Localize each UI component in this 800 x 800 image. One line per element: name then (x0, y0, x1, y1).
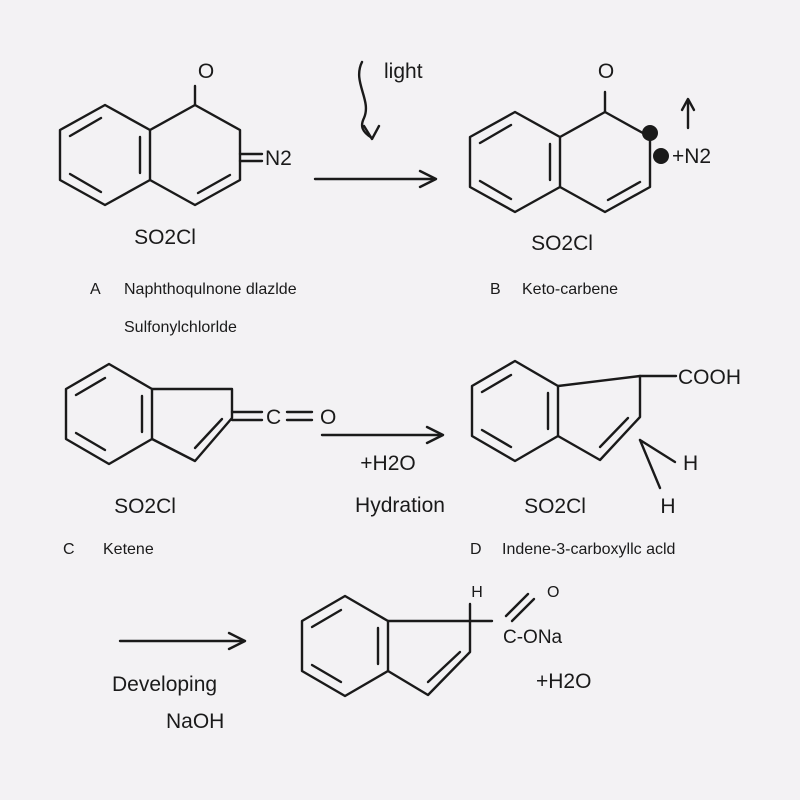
compound-a-n2-label: N2 (265, 147, 292, 170)
compound-d-name: Indene-3-carboxyllc acld (502, 541, 675, 558)
product-five-ring (386, 619, 472, 697)
carbene-electron-dot-icon (653, 148, 669, 164)
compound-d-five-ring (556, 374, 642, 462)
compound-a-name-line1: Naphthoqulnone dlazlde (124, 281, 297, 298)
reaction-arrow-1-head-icon (418, 169, 438, 189)
compound-d-cooh: COOH (678, 366, 741, 389)
compound-a-inner-bond (196, 173, 232, 195)
compound-b-inner-bond (478, 179, 513, 201)
compound-c-structure (64, 362, 314, 466)
compound-c-inner-bond (193, 417, 224, 450)
compound-a-oxygen: O (198, 60, 214, 83)
compound-a-structure (58, 84, 264, 207)
compound-a-quinone-ring (148, 103, 242, 207)
reaction-arrow-3-head-icon (227, 631, 247, 651)
compound-a-so2cl: SO2Cl (134, 226, 196, 249)
compound-d-benzene-ring (470, 359, 560, 463)
compound-a-inner-bond (68, 172, 103, 194)
compound-d-h-upper: H (683, 452, 698, 475)
product-h-label: H (471, 584, 483, 601)
step3-developing-label: Developing (112, 673, 217, 696)
compound-c-oxygen: O (320, 406, 336, 429)
compound-b-name: Keto-carbene (522, 281, 618, 298)
compound-d-h-lower: H (660, 495, 675, 518)
compound-b-inner-bond (478, 123, 513, 145)
compound-b-structure (468, 90, 696, 214)
compound-a-inner-bond (68, 116, 103, 138)
step2-hydration-label: Hydration (355, 494, 445, 517)
step2-reagent-label: +H2O (360, 452, 415, 475)
carbene-electron-dot-icon (642, 125, 658, 141)
compound-d-h-bond (638, 438, 677, 464)
reaction-arrow-2-head-icon (425, 425, 445, 445)
compound-c-so2cl: SO2Cl (114, 495, 176, 518)
compound-b-benzene-ring (468, 110, 562, 214)
compound-d-so2cl: SO2Cl (524, 495, 586, 518)
compound-d-structure (470, 359, 678, 490)
light-arrow-icon (357, 60, 374, 140)
compound-c-carbon: C (266, 406, 281, 429)
product-water-byproduct: +H2O (536, 670, 591, 693)
compound-a-benzene-ring (58, 103, 152, 207)
product-inner-bond (426, 650, 462, 684)
compound-d-letter: D (470, 541, 482, 558)
product-structure (300, 592, 536, 698)
gas-release-arrow-head-icon (680, 97, 696, 112)
product-oxygen: O (547, 584, 559, 601)
compound-c-five-ring (150, 387, 234, 463)
compound-b-so2cl: SO2Cl (531, 232, 593, 255)
compound-a-letter: A (90, 281, 101, 298)
product-benzene-ring (300, 594, 390, 698)
compound-c-inner-bond (74, 376, 107, 397)
compound-b-letter: B (490, 281, 501, 298)
compound-c-name: Ketene (103, 541, 154, 558)
compound-c-inner-bond (74, 431, 107, 452)
compound-c-benzene-ring (64, 362, 154, 466)
light-arrow-head-icon (362, 124, 381, 141)
compound-d-h-bond (638, 438, 662, 490)
compound-d-inner-bond (480, 373, 513, 394)
step3-naoh-label: NaOH (166, 710, 224, 733)
compound-b-oxygen: O (598, 60, 614, 83)
step1-condition-label: light (384, 60, 423, 83)
product-salt-group: C-ONa (503, 627, 563, 648)
compound-d-inner-bond (598, 416, 630, 449)
compound-b-inner-bond (606, 180, 642, 202)
compound-a-name-line2: Sulfonylchlorlde (124, 319, 237, 336)
compound-d-inner-bond (480, 428, 513, 449)
product-c-o-bond (504, 592, 530, 618)
compound-b-carbene-ring (558, 110, 652, 214)
compound-b-n2-released: +N2 (672, 145, 711, 168)
compound-c-letter: C (63, 541, 75, 558)
product-inner-bond (310, 608, 343, 629)
product-inner-bond (310, 663, 343, 684)
product-c-o-bond (510, 597, 536, 623)
